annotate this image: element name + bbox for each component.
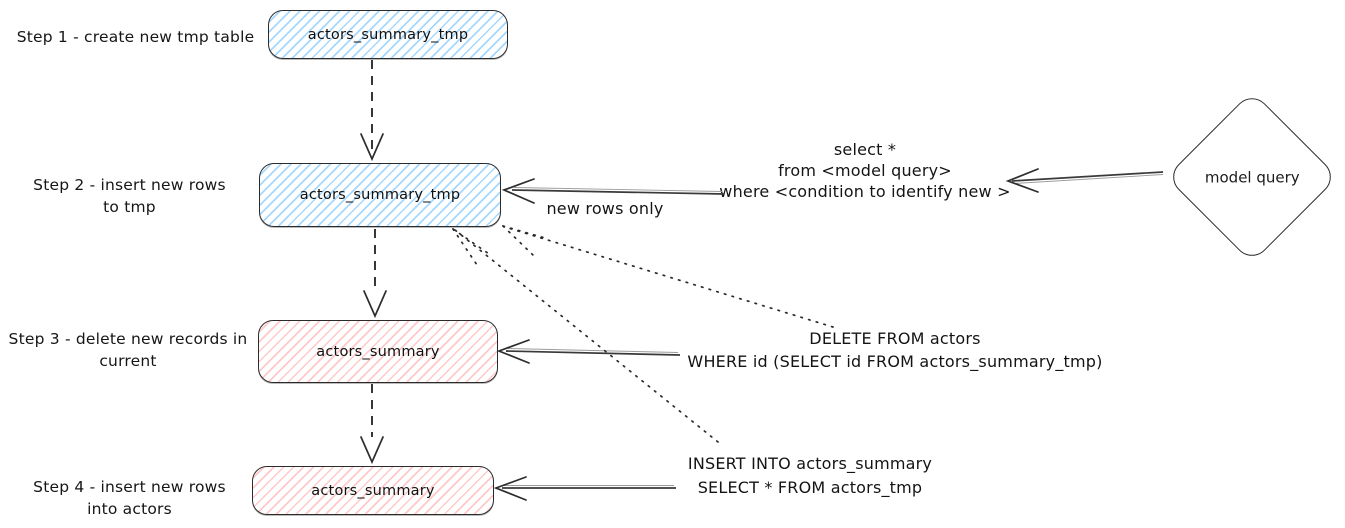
delete-query-line: DELETE FROM actors [809,329,981,348]
node-step4-text: actors_summary [311,482,435,499]
step4-label-line: Step 4 - insert new rows [33,478,226,496]
arrow-step3-to-step4 [360,384,384,465]
select-query-line: select * [833,140,897,159]
select-query-line: where <condition to identify new > [719,182,1011,201]
node-step2-text: actors_summary_tmp [299,187,461,203]
dotted-arrow-delete-to-step2 [502,225,834,328]
step2-label: Step 2 - insert new rows to tmp [22,174,237,218]
node-step1-text: actors_summary_tmp [307,26,469,43]
arrow-insert-to-step4 [493,476,676,501]
step4-label: Step 4 - insert new rows into actors [22,476,237,520]
arrow-model-query-to-select [1005,168,1164,193]
model-query-text: model query [1204,168,1300,186]
node-step3-actors-summary: actors_summary [258,320,498,383]
arrow-step1-to-step2 [360,60,384,162]
select-query-annotation: select * from <model query> where <condi… [715,139,1015,202]
node-model-query-diamond: model query [1165,90,1339,264]
insert-query-line: INSERT INTO actors_summary [687,454,933,473]
insert-query-line: SELECT * FROM actors_tmp [697,478,923,497]
step1-label-line: Step 1 - create new tmp table [16,28,255,46]
step2-label-line: to tmp [103,198,156,216]
node-step3-text: actors_summary [316,343,440,360]
insert-query-annotation: INSERT INTO actors_summary SELECT * FROM… [660,452,960,500]
select-query-line: from <model query> [778,161,952,180]
node-step4-actors-summary: actors_summary [252,466,494,515]
arrow-delete-to-step3 [496,339,681,364]
node-step2-actors-summary-tmp: actors_summary_tmp [259,163,501,227]
step3-label-line: Step 3 - delete new records in [8,330,248,348]
step3-label: Step 3 - delete new records in current [2,328,254,372]
arrow-step2-to-step3 [363,229,387,319]
step2-label-line: Step 2 - insert new rows [33,176,226,194]
delete-query-line: WHERE id (SELECT id FROM actors_summary_… [687,352,1103,371]
node-step1-actors-summary-tmp: actors_summary_tmp [268,10,508,59]
delete-query-annotation: DELETE FROM actors WHERE id (SELECT id F… [680,327,1110,373]
new-rows-only-label: new rows only [546,199,664,218]
step1-label: Step 1 - create new tmp table [8,26,263,48]
step4-label-line: into actors [87,500,172,518]
step3-label-line: current [99,352,157,370]
